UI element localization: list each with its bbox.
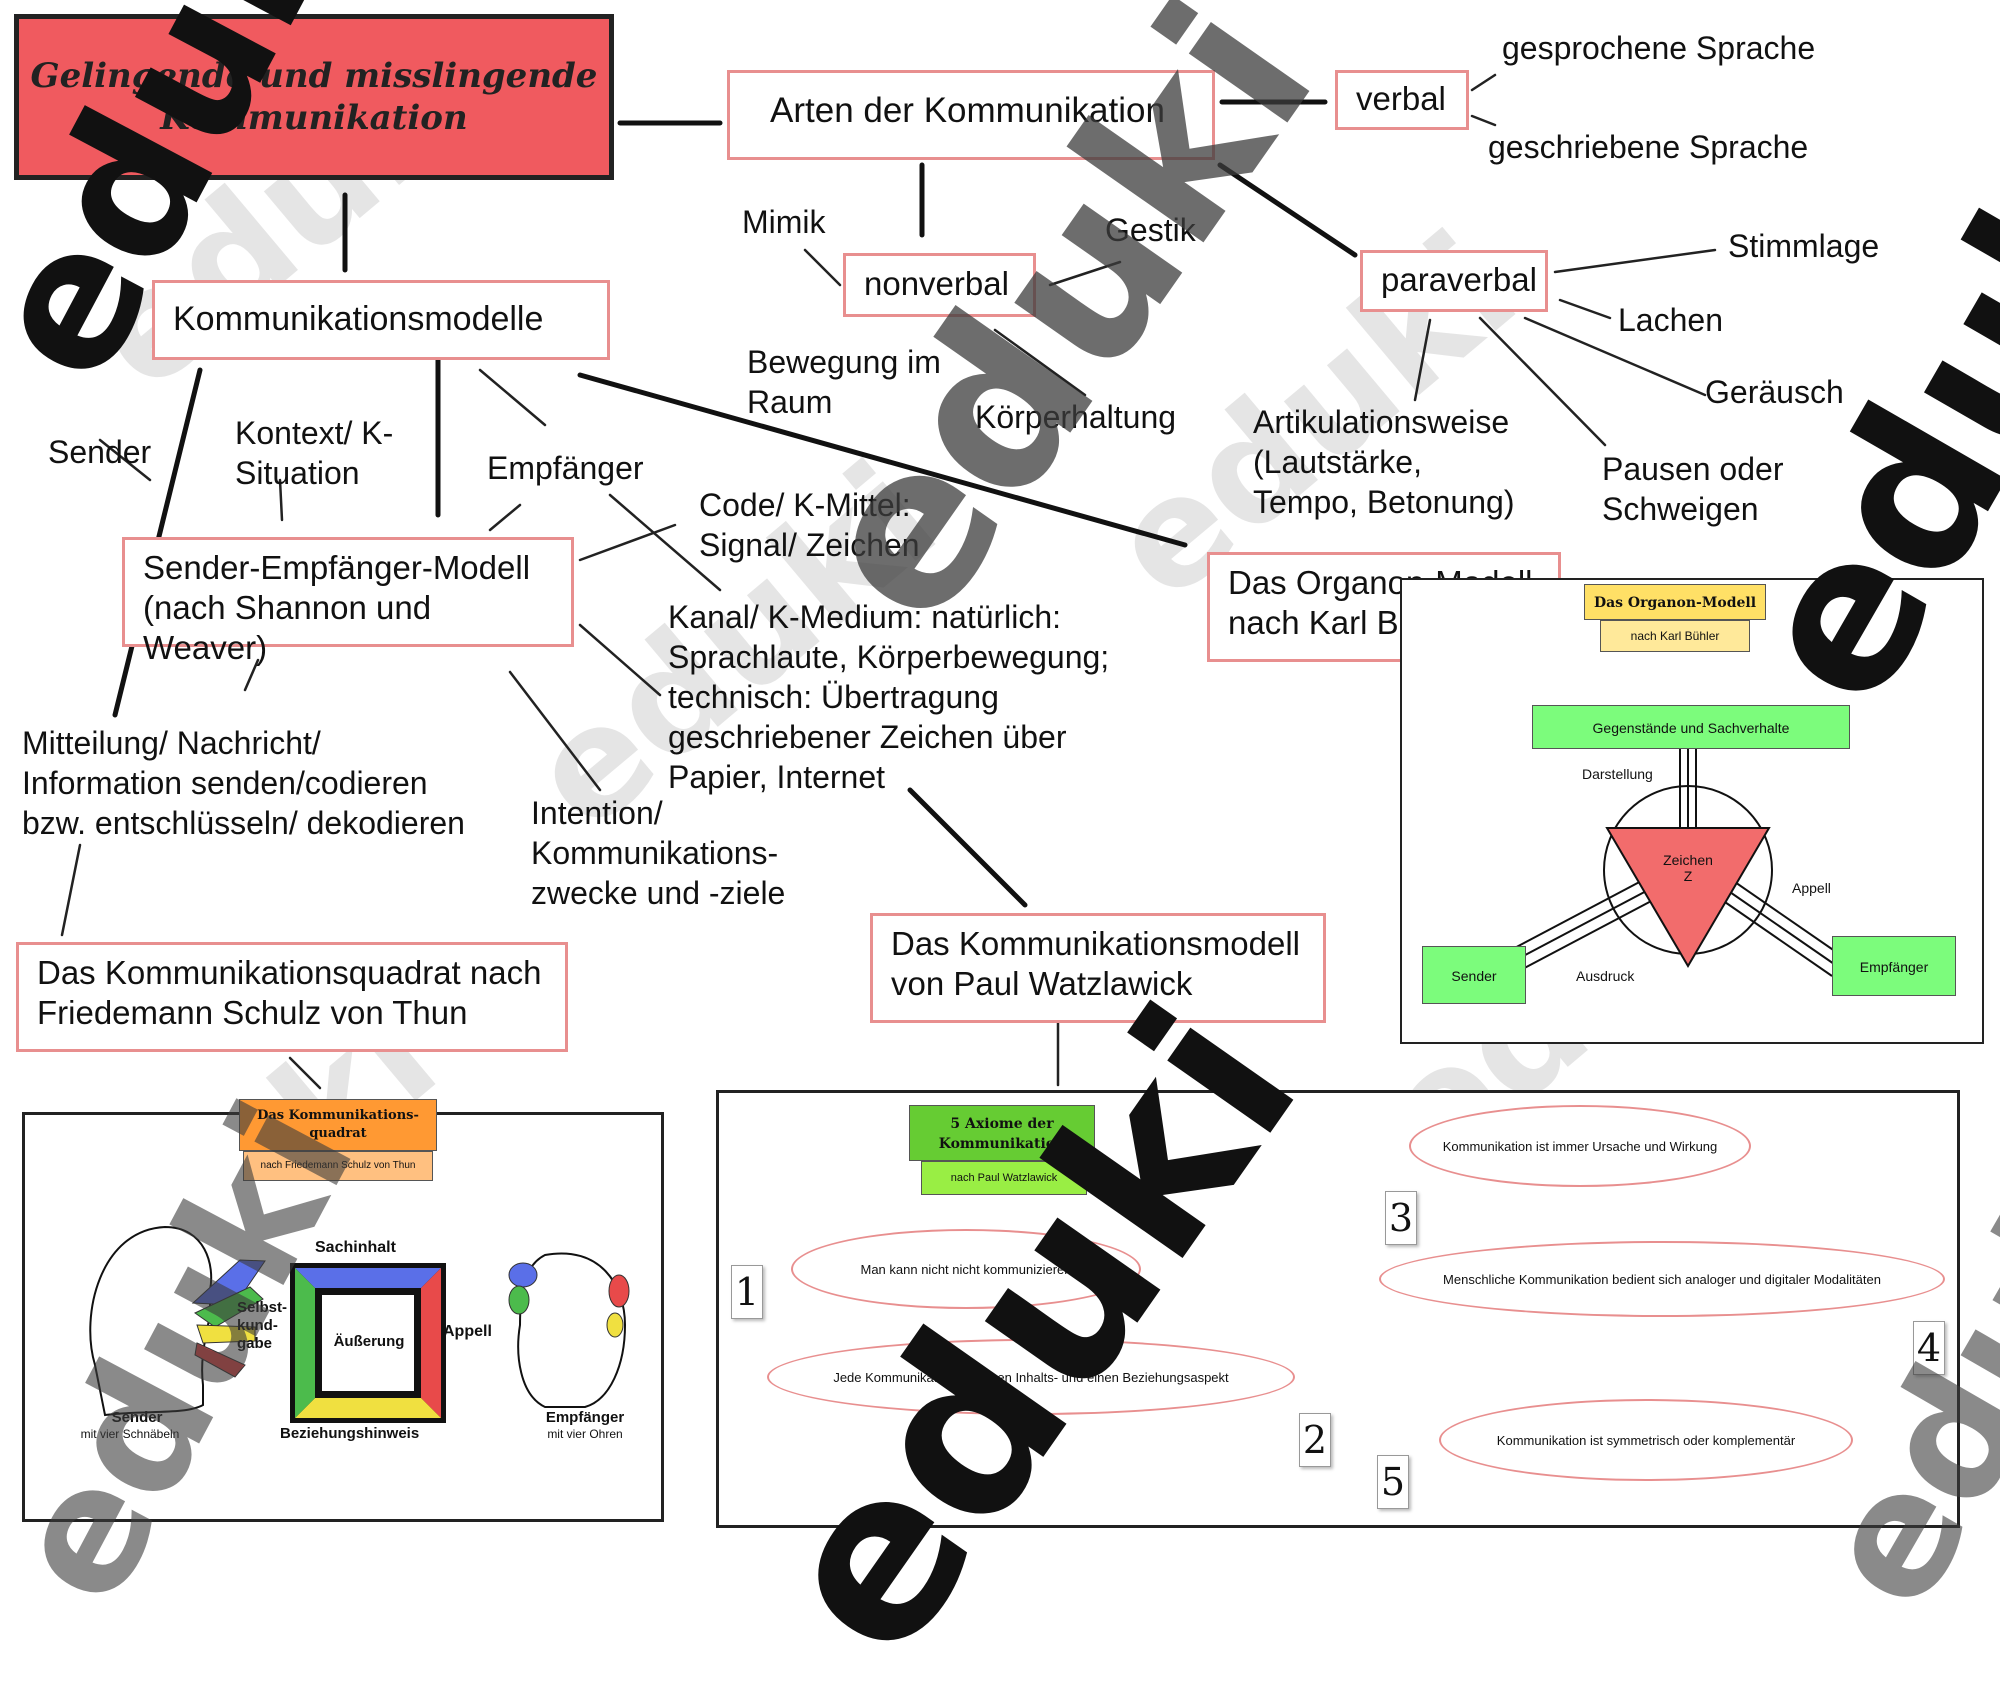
sender-head-icon (89, 1225, 266, 1417)
organon-empfaenger: Empfänger (1832, 936, 1956, 996)
axiom-number-5: 5 (1377, 1455, 1409, 1509)
axiom-number-4: 4 (1913, 1321, 1945, 1375)
label-mitteilung: Mitteilung/ Nachricht/ Information sende… (22, 725, 465, 841)
label-bewegung: Bewegung im Raum (747, 344, 941, 420)
organon-tag-title: Das Organon-Modell (1584, 584, 1766, 620)
quadrat-aeusserung: Äußerung (333, 1333, 405, 1350)
quadrat-sachinhalt: Sachinhalt (315, 1239, 396, 1256)
axiome-panel: 5 Axiome der Kommunikation nach Paul Wat… (716, 1090, 1960, 1528)
node-arten: Arten der Kommunikation (727, 70, 1215, 160)
label-stimmlage: Stimmlage (1728, 228, 1880, 264)
label-kanal: Kanal/ K-Medium: natürlich: Sprachlaute,… (668, 599, 1110, 795)
quadrat-panel: Das Kommunikations- quadrat nach Friedem… (22, 1099, 664, 1522)
quadrat-tag-title: Das Kommunikations- quadrat (239, 1099, 437, 1151)
label-sender: Sender (48, 434, 152, 470)
main-title: Gelingende und misslingende Kommunikatio… (14, 14, 614, 180)
label-code: Code/ K-Mittel: Signal/ Zeichen (699, 487, 920, 563)
axiome-tag-title: 5 Axiome der Kommunikation (909, 1105, 1095, 1161)
label-intention: Intention/ Kommunikations- zwecke und -z… (531, 795, 786, 911)
node-sender-empfaenger-modell: Sender-Empfänger-Modell (nach Shannon un… (122, 537, 574, 666)
organon-panel: Das Organon-Modell nach Karl Bühler Gege… (1400, 578, 1984, 1044)
quadrat-sender: Sender (111, 1409, 163, 1426)
organon-appell: Appell (1792, 880, 1831, 896)
quadrat-diagram (89, 1225, 630, 1423)
empfaenger-head-icon (508, 1252, 630, 1408)
label-mimik: Mimik (742, 204, 826, 240)
node-quadrat: Das Kommunikationsquadrat nach Friedeman… (16, 942, 568, 1052)
label-pausen: Pausen oder Schweigen (1602, 451, 1784, 527)
axiom-4-bubble: Menschliche Kommunikation bedient sich a… (1379, 1241, 1945, 1317)
organon-diagram (1506, 742, 1843, 977)
node-verbal: verbal (1335, 70, 1469, 130)
label-gesprochene: gesprochene Sprache (1502, 30, 1816, 66)
label-lachen: Lachen (1618, 302, 1723, 338)
axiome-tag-sub: nach Paul Watzlawick (921, 1161, 1087, 1195)
organon-sender: Sender (1422, 946, 1526, 1004)
label-artikulation: Artikulationsweise (Lautstärke, Tempo, B… (1253, 404, 1515, 520)
quadrat-beziehung: Beziehungshinweis (280, 1425, 420, 1442)
label-kontext: Kontext/ K- Situation (235, 415, 394, 491)
label-empfaenger: Empfänger (487, 450, 644, 486)
node-watzlawick: Das Kommunikationsmodell von Paul Watzla… (870, 913, 1326, 1023)
axiom-number-1: 1 (731, 1265, 763, 1319)
label-gestik: Gestik (1105, 212, 1196, 248)
quadrat-sender-sub: mit vier Schnäbeln (80, 1427, 180, 1441)
quadrat-tag-sub: nach Friedemann Schulz von Thun (243, 1151, 433, 1181)
axiom-3-bubble: Kommunikation ist immer Ursache und Wirk… (1409, 1105, 1751, 1187)
label-geschriebene: geschriebene Sprache (1488, 129, 1809, 165)
organon-ausdruck: Ausdruck (1576, 968, 1635, 984)
quadrat-square (290, 1263, 446, 1423)
axiom-1-bubble: Man kann nicht nicht kommunizieren (791, 1229, 1141, 1309)
axiom-2-bubble: Jede Kommunikation hat einen Inhalts- un… (767, 1339, 1295, 1415)
quadrat-appell: Appell (443, 1323, 492, 1340)
label-geraeusch: Geräusch (1705, 374, 1844, 410)
node-paraverbal: paraverbal (1360, 250, 1548, 312)
node-nonverbal: nonverbal (843, 253, 1036, 317)
axiom-number-3: 3 (1385, 1191, 1417, 1245)
organon-tag-sub: nach Karl Bühler (1600, 620, 1750, 652)
quadrat-selbstkundgabe: Selbst- kund- gabe (237, 1299, 288, 1352)
organon-darstellung: Darstellung (1582, 766, 1653, 782)
quadrat-empfaenger-sub: mit vier Ohren (547, 1427, 623, 1441)
label-koerperhaltung: Körperhaltung (975, 399, 1177, 435)
axiom-5-bubble: Kommunikation ist symmetrisch oder kompl… (1439, 1399, 1853, 1481)
node-modelle: Kommunikationsmodelle (152, 280, 610, 360)
quadrat-empfaenger: Empfänger (545, 1409, 625, 1426)
axiom-number-2: 2 (1299, 1413, 1331, 1467)
organon-zeichen: Zeichen Z (1663, 852, 1713, 884)
organon-gegenstaende: Gegenstände und Sachverhalte (1532, 705, 1850, 749)
